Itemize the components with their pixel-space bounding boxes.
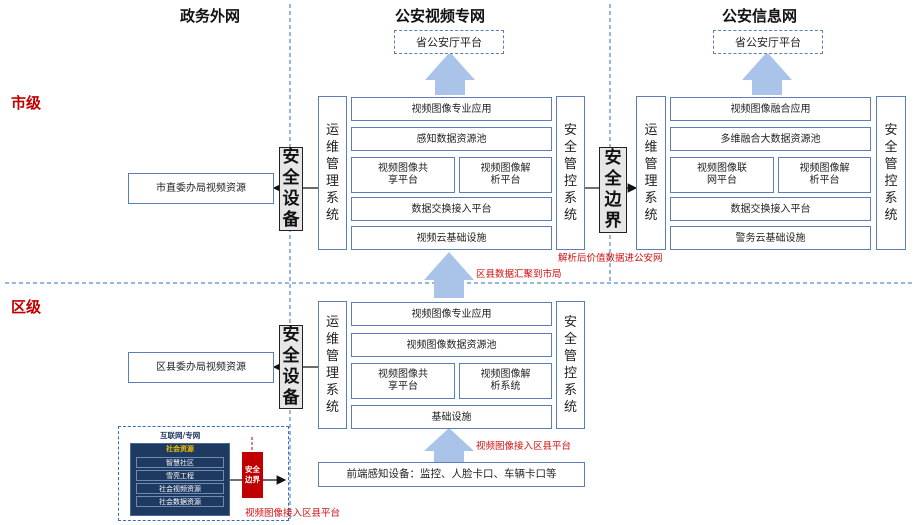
header-info-network: 公安信息网 [722,7,798,25]
tier-district-label: 区级 [11,298,42,316]
district-video-parse-system: 视频图像解析系统 [459,363,552,399]
city-video-pool: 感知数据资源池 [351,127,552,151]
internet-resource-item-social-data: 社会数据资源 [136,496,224,507]
arrow-district-to-city [424,252,474,298]
city-video-app: 视频图像专业应用 [351,97,552,121]
district-video-app: 视频图像专业应用 [351,302,552,326]
city-info-parse-platform: 视频图像解析平台 [778,157,871,193]
note-video-to-district: 视频图像接入区县平台 [476,441,572,452]
district-video-pool: 视频图像数据资源池 [351,333,552,357]
city-video-cloud-infra: 视频云基础设施 [351,226,552,250]
city-info-cloud-infra: 警务云基础设施 [670,226,871,250]
city-info-exchange-platform: 数据交换接入平台 [670,197,871,221]
city-info-pool: 多维融合大数据资源池 [670,127,871,151]
city-security-border: 安全边界 [599,147,627,233]
note-parse-to-info: 解析后价值数据进公安网 [558,253,663,264]
arrow-frontend-up [424,428,474,462]
city-info-security-system: 安全管控系统 [876,96,906,250]
note-internet-to-district: 视频图像接入区县平台 [245,508,341,519]
city-gov-video-resources: 市直委办局视频资源 [128,173,274,204]
district-video-infra: 基础设施 [351,405,552,429]
header-video-network: 公安视频专网 [395,7,486,25]
city-video-parse-platform: 视频图像解析平台 [459,157,552,193]
internet-resource-item-smart-community: 智慧社区 [136,457,224,468]
city-video-share-platform: 视频图像共享平台 [351,157,455,193]
header-gov-network: 政务外网 [180,7,241,25]
internet-security-border: 安全边界 [242,452,263,498]
city-info-ops-system: 运维管理系统 [636,96,666,250]
tier-city-label: 市级 [11,94,42,112]
city-video-security-system: 安全管控系统 [556,96,585,250]
internet-resource-header: 社会资源 [166,444,194,453]
district-frontend-devices: 前端感知设备：监控、人脸卡口、车辆卡口等 [318,462,585,487]
city-video-province-platform: 省公安厅平台 [394,30,504,54]
district-gov-video-resources: 区县委办局视频资源 [128,352,274,383]
city-video-ops-system: 运维管理系统 [318,96,347,250]
district-video-share-platform: 视频图像共享平台 [351,363,455,399]
arrow-city-video-up [425,52,475,95]
city-video-exchange-platform: 数据交换接入平台 [351,197,552,221]
city-info-province-platform: 省公安厅平台 [713,30,823,54]
note-district-to-city: 区县数据汇聚到市局 [476,269,562,280]
district-video-security-system: 安全管控系统 [556,301,585,429]
city-security-device: 安全设备 [279,147,303,231]
arrow-city-info-up [742,52,792,95]
city-info-link-platform: 视频图像联网平台 [670,157,774,193]
internet-panel [118,426,289,521]
internet-panel-title: 互联网/专网 [160,431,201,440]
city-info-app: 视频图像融合应用 [670,97,871,121]
internet-resource-item-xueliang: 雪亮工程 [136,470,224,481]
district-security-device: 安全设备 [279,325,303,409]
internet-resource-item-social-video: 社会视频资源 [136,483,224,494]
district-video-ops-system: 运维管理系统 [318,301,347,429]
internet-resource-group [130,443,230,516]
